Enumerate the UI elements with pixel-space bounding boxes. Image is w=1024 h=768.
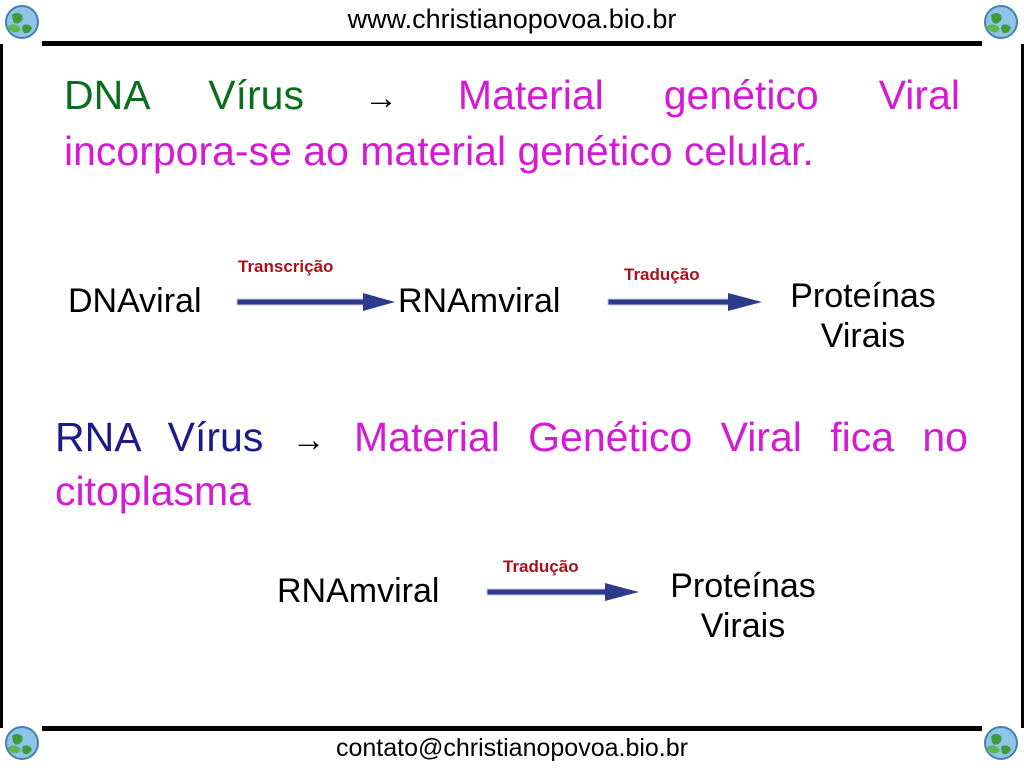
traducao-label: Tradução: [624, 265, 700, 284]
flow-rnamviral: RNAmviral: [277, 572, 440, 610]
genetico-word: Genético: [528, 414, 693, 460]
header-rule: [42, 41, 982, 46]
flow-dnaviral: DNAviral: [68, 282, 202, 320]
material-word: Material: [354, 414, 500, 460]
virus-label: Vírus: [208, 72, 304, 118]
no-word: no: [922, 414, 968, 460]
frame-right-border: [1021, 44, 1024, 728]
virus-label: Vírus: [167, 414, 264, 460]
proteinas-line: Proteínas: [670, 567, 816, 605]
flow-proteinas-virais: Proteínas Virais: [770, 276, 956, 356]
transcricao-label: Transcrição: [238, 257, 334, 276]
flow-proteinas-virais: Proteínas Virais: [650, 566, 836, 646]
viral-word: Viral: [878, 72, 960, 118]
globe-icon: [984, 726, 1018, 760]
fica-word: fica: [830, 414, 895, 460]
virais-line: Virais: [700, 607, 786, 645]
footer-email: contato@christianopovoa.bio.br: [336, 734, 688, 762]
dna-label: DNA: [64, 72, 149, 118]
rna-heading-line1: RNA Vírus → Material Genético Viral fica…: [55, 410, 968, 467]
right-arrow-icon: →: [363, 79, 398, 117]
globe-icon: [984, 5, 1018, 39]
dna-heading-line1: DNA Vírus → Material genético Viral: [64, 68, 960, 125]
right-arrow-icon: →: [291, 421, 326, 459]
traducao-label: Tradução: [503, 557, 579, 576]
material-word: Material: [457, 72, 604, 118]
right-arrow-icon: [607, 293, 762, 311]
globe-icon: [5, 726, 39, 760]
dna-heading-line2: incorpora-se ao material genético celula…: [64, 128, 814, 174]
flow-rnamviral: RNAmviral: [398, 282, 561, 320]
header-url: www.christianopovoa.bio.br: [347, 4, 677, 34]
right-arrow-icon: [486, 583, 639, 601]
frame-left-border: [0, 44, 3, 728]
proteinas-line: Proteínas: [790, 277, 936, 315]
globe-icon: [5, 5, 39, 39]
genetico-word: genético: [663, 72, 819, 118]
viral-word: Viral: [720, 414, 802, 460]
right-arrow-icon: [236, 293, 395, 311]
rna-label: RNA: [55, 414, 140, 460]
virais-line: Virais: [820, 317, 906, 355]
footer-rule: [42, 726, 982, 731]
rna-heading-line2: citoplasma: [55, 468, 251, 514]
